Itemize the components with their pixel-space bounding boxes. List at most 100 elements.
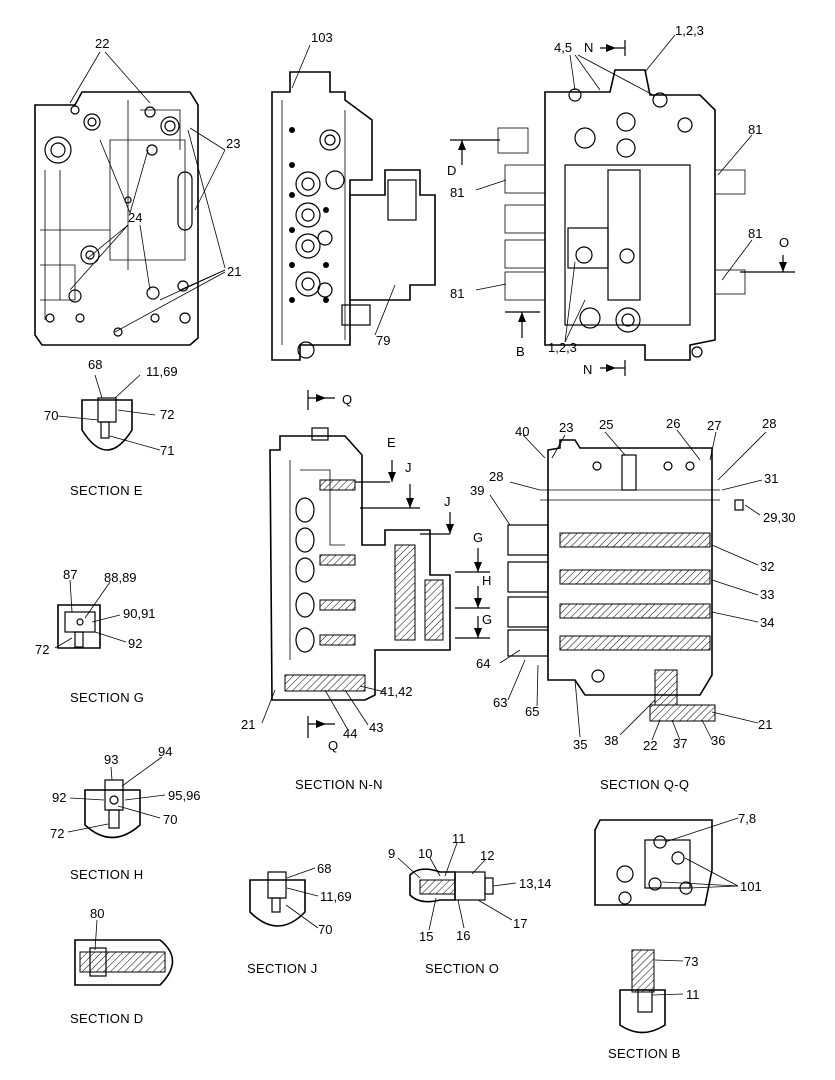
callout-65: 65 <box>525 704 539 719</box>
detail-section-e <box>81 397 133 451</box>
section-title-n-n: SECTION N-N <box>295 777 383 792</box>
view-valve-face-right <box>497 69 746 361</box>
callout-73: 73 <box>684 954 698 969</box>
detail-section-q-q <box>507 439 744 722</box>
callout-11: 11 <box>686 987 700 1002</box>
callout-44: 44 <box>343 726 357 741</box>
callout-81: 81 <box>450 185 464 200</box>
callout-28: 28 <box>489 469 503 484</box>
callout-92: 92 <box>52 790 66 805</box>
callout-1-2-3: 1,2,3 <box>675 23 704 38</box>
callout-79: 79 <box>376 333 390 348</box>
callout-93: 93 <box>104 752 118 767</box>
callout-90-91: 90,91 <box>123 606 156 621</box>
callout-80: 80 <box>90 906 104 921</box>
callout-43: 43 <box>369 720 383 735</box>
callout-95-96: 95,96 <box>168 788 201 803</box>
detail-section-g <box>57 604 101 649</box>
callout-87: 87 <box>63 567 77 582</box>
callout-g: G <box>473 530 483 545</box>
callout-11: 11 <box>452 831 466 846</box>
callout-70: 70 <box>163 812 177 827</box>
callout-81: 81 <box>748 122 762 137</box>
callout-21: 21 <box>758 717 772 732</box>
callout-29-30: 29,30 <box>763 510 796 525</box>
callout-32: 32 <box>760 559 774 574</box>
section-title-o: SECTION O <box>425 961 499 976</box>
callout-j: J <box>444 494 451 509</box>
callout-88-89: 88,89 <box>104 570 137 585</box>
callout-13-14: 13,14 <box>519 876 552 891</box>
callout-n: N <box>583 362 592 377</box>
callout-11-69: 11,69 <box>320 889 352 904</box>
callout-34: 34 <box>760 615 774 630</box>
callout-10: 10 <box>418 846 432 861</box>
callout-72: 72 <box>35 642 49 657</box>
callout-7-8: 7,8 <box>738 811 756 826</box>
callout-103: 103 <box>311 30 333 45</box>
callout-33: 33 <box>760 587 774 602</box>
detail-section-d <box>74 939 174 986</box>
section-title-j: SECTION J <box>247 961 318 976</box>
view-valve-side <box>271 71 436 361</box>
callout-12: 12 <box>480 848 494 863</box>
callout-72: 72 <box>160 407 174 422</box>
callout-31: 31 <box>764 471 778 486</box>
callout-28: 28 <box>762 416 776 431</box>
callout-1-2-3: 1,2,3 <box>548 340 577 355</box>
callout-72: 72 <box>50 826 64 841</box>
detail-section-j <box>249 871 306 927</box>
callout-23: 23 <box>559 420 573 435</box>
callout-68: 68 <box>88 357 102 372</box>
callout-22: 22 <box>95 36 109 51</box>
callout-68: 68 <box>317 861 331 876</box>
callout-11-69: 11,69 <box>146 364 178 379</box>
callout-37: 37 <box>673 736 687 751</box>
callout-16: 16 <box>456 928 470 943</box>
callout-70: 70 <box>318 922 332 937</box>
callout-70: 70 <box>44 408 58 423</box>
callout-q: Q <box>328 738 338 753</box>
callout-h: H <box>482 573 491 588</box>
section-titles: SECTION E SECTION G SECTION H SECTION J … <box>70 483 689 1061</box>
callout-15: 15 <box>419 929 433 944</box>
section-cut-arrows <box>307 40 795 738</box>
detail-section-o <box>409 868 494 903</box>
callout-j: J <box>405 460 412 475</box>
callout-21: 21 <box>227 264 241 279</box>
callout-q: Q <box>342 392 352 407</box>
callout-labels: 22 103 4,5 N 1,2,3 23 24 81 D 81 81 O 21… <box>35 23 796 1002</box>
callout-38: 38 <box>604 733 618 748</box>
callout-21: 21 <box>241 717 255 732</box>
callout-e: E <box>387 435 396 450</box>
callout-64: 64 <box>476 656 490 671</box>
detail-section-h <box>84 779 141 839</box>
callout-92: 92 <box>128 636 142 651</box>
callout-101: 101 <box>740 879 762 894</box>
section-title-b: SECTION B <box>608 1046 681 1061</box>
callout-17: 17 <box>513 916 527 931</box>
callout-26: 26 <box>666 416 680 431</box>
callout-27: 27 <box>707 418 721 433</box>
callout-35: 35 <box>573 737 587 752</box>
callout-94: 94 <box>158 744 172 759</box>
callout-4-5: 4,5 <box>554 40 572 55</box>
callout-24: 24 <box>128 210 142 225</box>
callout-9: 9 <box>388 846 395 861</box>
section-title-g: SECTION G <box>70 690 144 705</box>
callout-39: 39 <box>470 483 484 498</box>
callout-o: O <box>779 235 789 250</box>
callout-22: 22 <box>643 738 657 753</box>
callout-81: 81 <box>748 226 762 241</box>
section-title-d: SECTION D <box>70 1011 143 1026</box>
detail-face-101 <box>594 819 713 906</box>
leader-lines <box>54 34 767 996</box>
callout-36: 36 <box>711 733 725 748</box>
detail-section-n-n <box>269 427 451 701</box>
callout-d: D <box>447 163 456 178</box>
section-title-e: SECTION E <box>70 483 143 498</box>
callout-81: 81 <box>450 286 464 301</box>
callout-23: 23 <box>226 136 240 151</box>
